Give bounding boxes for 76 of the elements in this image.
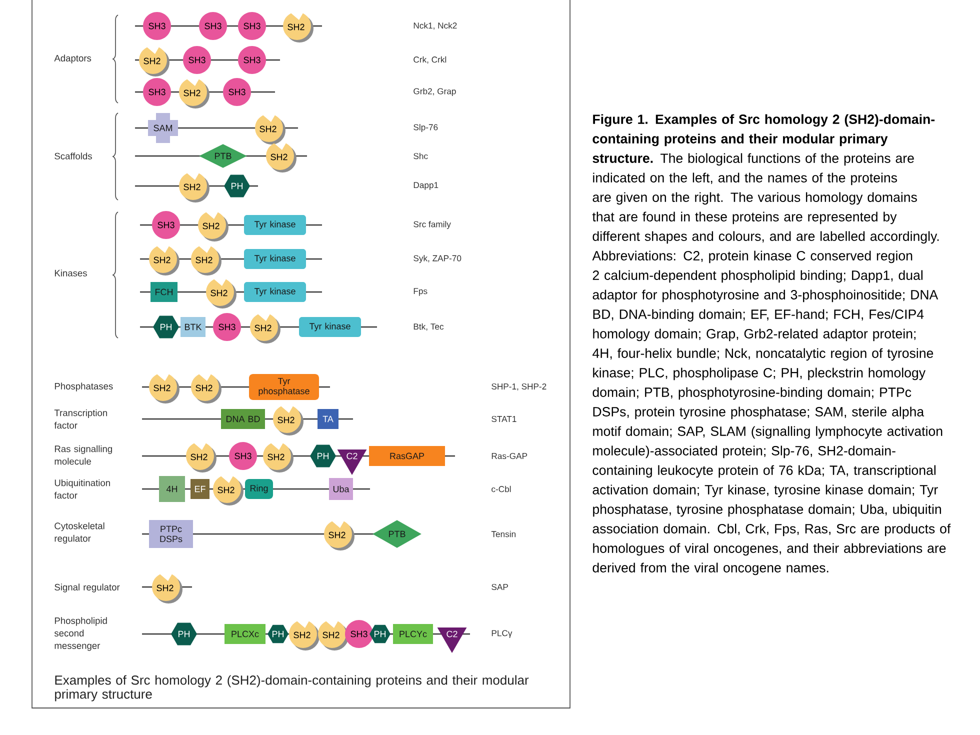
protein-name: Btk, Tec xyxy=(414,323,444,331)
function-label: Ubiquitination factor xyxy=(54,479,110,499)
protein-name: Dapp1 xyxy=(414,182,438,190)
protein-name: Syk, ZAP-70 xyxy=(414,255,462,263)
domain-hexagon: PH xyxy=(310,444,336,468)
domain-box: TA xyxy=(318,409,338,429)
protein-name: Src family xyxy=(414,221,451,229)
domain-box: PLCYc xyxy=(393,624,433,644)
domain-hexagon: PH xyxy=(268,624,288,644)
domain-pacman: SH2 xyxy=(250,314,280,344)
domain-hexagon: PH xyxy=(224,174,250,198)
domain-box: Tyr kinase xyxy=(244,282,306,302)
domain-box: DNA BD xyxy=(221,409,265,429)
domain-box: Tyr kinase xyxy=(299,317,361,337)
function-label: Scaffolds xyxy=(54,152,92,160)
protein-name: Crk, Crkl xyxy=(414,56,446,64)
protein-name: PLCγ xyxy=(492,630,512,638)
function-label: Phospholipid second messenger xyxy=(54,617,107,651)
domain-hexagon: PH xyxy=(153,316,179,338)
domain-triangle: C2 xyxy=(437,628,467,653)
domain-box: PLCXc xyxy=(224,624,266,644)
domain-pacman: SH2 xyxy=(152,574,182,604)
domain-hexagon: PH xyxy=(370,624,390,644)
domain-pacman: SH2 xyxy=(289,621,320,650)
domain-pacman: SH2 xyxy=(149,374,180,404)
domain-box: Tyr kinase xyxy=(244,249,306,269)
domain-pacman: SH2 xyxy=(179,79,210,108)
protein-name: Nck1, Nck2 xyxy=(414,22,457,30)
domain-box: Ring xyxy=(245,479,273,499)
domain-pacman: SH2 xyxy=(139,47,170,76)
function-label: Signal regulator xyxy=(54,584,120,592)
protein-name: STAT1 xyxy=(492,416,516,422)
domain-pacman: SH2 xyxy=(191,246,222,276)
domain-box: RasGAP xyxy=(369,446,445,466)
figure-title: Examples of Src homology 2 (SH2)-domain-containing proteins and their modular primary structure xyxy=(55,675,529,702)
domain-box: 4H xyxy=(159,476,185,502)
domain-box: Tyr kinase xyxy=(244,215,306,235)
domain-cross: SAM xyxy=(148,113,178,143)
domain-hexagon: PH xyxy=(171,622,197,646)
protein-name: Ras-GAP xyxy=(492,452,528,460)
protein-name: SHP-1, SHP-2 xyxy=(492,383,546,391)
function-label: Cytoskeletal regulator xyxy=(54,522,104,544)
domain-pacman: SH2 xyxy=(186,443,216,472)
domain-box: Uba xyxy=(329,478,353,500)
protein-name: Fps xyxy=(414,288,428,296)
protein-name: Slp-76 xyxy=(414,124,438,132)
domain-box: BTK xyxy=(180,317,206,337)
caption-text: Figure 1. Examples of Src homology 2 (SH2)-domain-containing proteins and their modular primary structure. The biological functions of the proteins are indicated on the left, and the names of the proteins are given on the right. The various homology domains that are found in these proteins are represented by different shapes and colours, and are labelled accordingly. Abbreviations: C2, protein kinase C conserved region 2 calcium-dependent phospholipid binding; Dapp1, dual adaptor for phosphotyrosine and 3-phosphoinositide; DNA BD, DNA-binding domain; EF, EF-hand; FCH, Fes/CIP4 homology domain; Grap, Grb2-related adaptor protein; 4H, four-helix bundle; Nck, noncatalytic region of tyrosine kinase; PLC, phospholipase C; PH, pleckstrin homology domain; PTB, phosphotyrosine-binding domain; PTPc DSPs, protein tyrosine phosphatase; SAM, sterile alpha motif domain; SAP, SLAM (signalling lymphocyte activation molecule)-associated protein; Slp-76, SH2-domain-containing leukocyte protein of 76 kDa; TA, transcriptional activation domain; Tyr kinase, tyrosine kinase domain; Tyr phosphatase, tyrosine phosphatase domain; Uba, ubiquitin association domain. Cbl, Crk, Fps, Ras, Src are products of homologues of viral oncogenes, and their abbreviations are derived from the viral oncogene names. xyxy=(592,114,951,576)
function-label: Phosphatases xyxy=(54,382,113,392)
protein-name: Tensin xyxy=(491,530,516,538)
protein-name: SAP xyxy=(492,584,508,590)
protein-name: c-Cbl xyxy=(492,486,511,492)
domain-pacman: SH2 xyxy=(213,476,244,506)
domain-box: EF xyxy=(190,479,210,499)
function-label: Kinases xyxy=(54,270,87,276)
domain-box: Tyr phosphatase xyxy=(249,374,319,400)
domain-pacman: SH2 xyxy=(283,13,314,42)
domain-pacman: SH2 xyxy=(149,246,180,276)
domain-pacman: SH2 xyxy=(179,173,210,202)
domain-pacman: SH2 xyxy=(318,621,348,650)
domain-box: FCH xyxy=(150,282,178,302)
function-label: Adaptors xyxy=(54,54,92,64)
domain-pacman: SH2 xyxy=(266,143,296,172)
protein-name: Grb2, Grap xyxy=(414,88,456,96)
domain-pacman: SH2 xyxy=(206,279,236,308)
function-label: Transcription factor xyxy=(54,409,107,429)
domain-pacman: SH2 xyxy=(324,521,354,550)
domain-pacman: SH2 xyxy=(273,406,304,436)
domain-pacman: SH2 xyxy=(198,212,228,242)
domain-pacman: SH2 xyxy=(191,374,222,404)
protein-name: Shc xyxy=(414,152,428,160)
domain-pacman: SH2 xyxy=(263,443,294,472)
domain-pacman: SH2 xyxy=(255,115,286,144)
domain-triangle: C2 xyxy=(337,450,367,475)
function-label: Ras signalling molecule xyxy=(54,445,112,465)
domain-box: PTPc DSPs xyxy=(149,520,193,548)
